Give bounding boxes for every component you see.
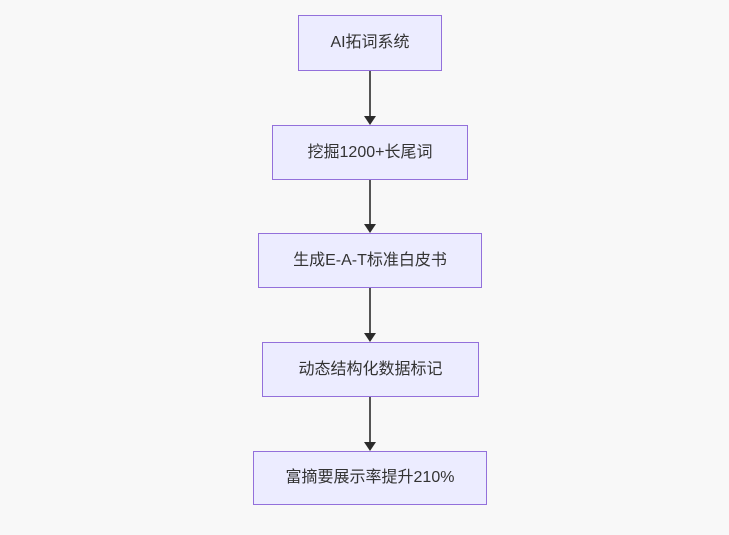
flow-node-ai-system-label: AI拓词系统 — [330, 34, 410, 52]
flow-node-structured-data-label: 动态结构化数据标记 — [298, 360, 443, 378]
flow-node-eat-whitepaper-label: 生成E-A-T标准白皮书 — [293, 251, 447, 269]
arrow-line — [369, 288, 371, 333]
flow-node-longtail-mining: 挖掘1200+长尾词 — [272, 125, 468, 180]
flow-node-structured-data: 动态结构化数据标记 — [262, 342, 479, 397]
flow-arrow-3 — [364, 288, 376, 342]
flow-arrow-1 — [364, 71, 376, 125]
arrow-line — [369, 180, 371, 224]
flow-arrow-2 — [364, 180, 376, 233]
arrow-line — [369, 397, 371, 442]
flow-node-longtail-mining-label: 挖掘1200+长尾词 — [307, 143, 433, 161]
arrow-down-icon — [364, 224, 376, 233]
arrow-down-icon — [364, 116, 376, 125]
flow-node-eat-whitepaper: 生成E-A-T标准白皮书 — [258, 233, 482, 288]
flow-arrow-4 — [364, 397, 376, 451]
flow-node-rich-snippet-result: 富摘要展示率提升210% — [253, 451, 487, 505]
arrow-line — [369, 71, 371, 116]
flow-node-rich-snippet-result-label: 富摘要展示率提升210% — [285, 469, 455, 487]
arrow-down-icon — [364, 333, 376, 342]
flow-node-ai-system: AI拓词系统 — [298, 15, 442, 71]
arrow-down-icon — [364, 442, 376, 451]
